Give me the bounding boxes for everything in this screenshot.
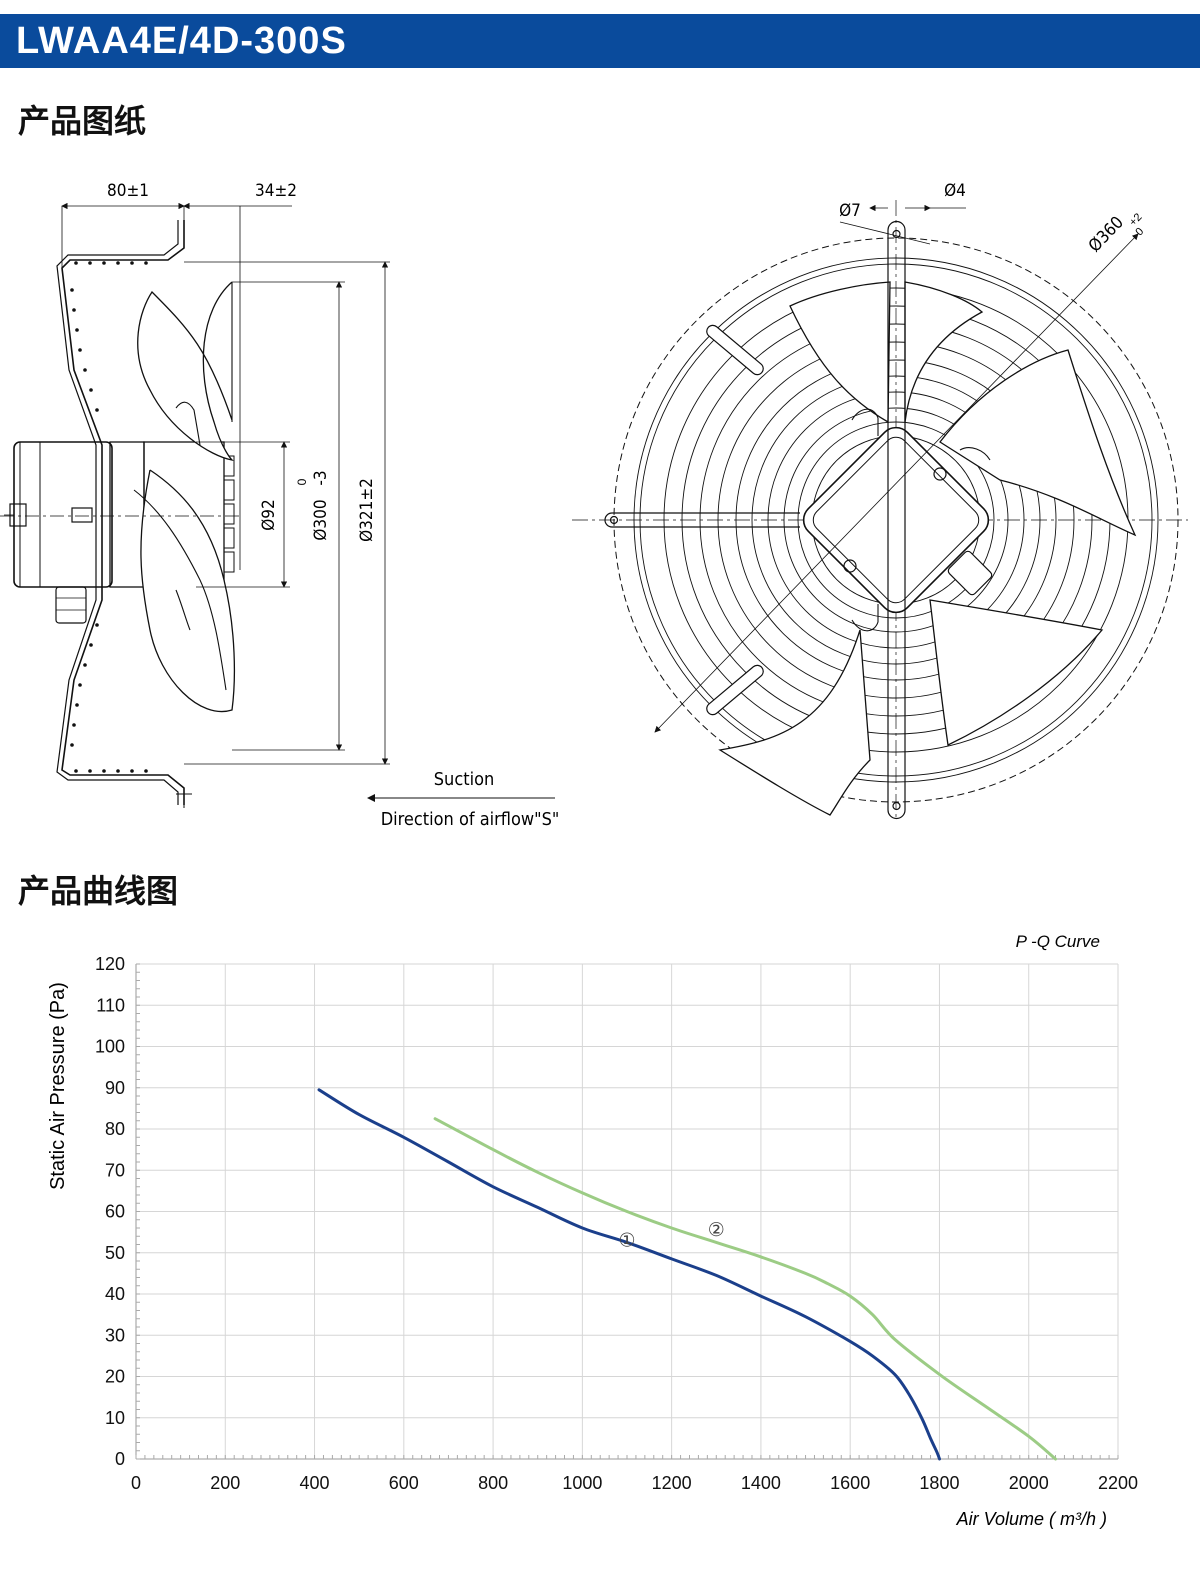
title-bar: LWAA4E/4D-300S <box>0 14 1200 68</box>
airflow-label: Direction of airflow"S" <box>381 809 560 830</box>
dim-width-fan: 80±1 <box>107 181 149 201</box>
y-tick-label: 70 <box>105 1160 125 1180</box>
side-view <box>0 202 390 808</box>
series-line-1 <box>317 1088 941 1461</box>
y-tick-label: 120 <box>95 954 125 974</box>
series-label-1: ① <box>618 1230 635 1251</box>
x-tick-label: 0 <box>131 1473 141 1493</box>
guard-wire-dots <box>70 261 148 773</box>
series-line-2 <box>433 1117 1057 1461</box>
x-tick-label: 1600 <box>830 1473 870 1493</box>
x-tick-label: 200 <box>210 1473 240 1493</box>
x-tick-label: 1400 <box>741 1473 781 1493</box>
curve-section-heading: 产品曲线图 <box>18 872 179 910</box>
front-view <box>572 200 1188 820</box>
dim-hole-outer: Ø7 <box>839 201 861 221</box>
y-tick-label: 40 <box>105 1284 125 1304</box>
drawing-section-heading: 产品图纸 <box>18 102 147 140</box>
chart-title: P -Q Curve <box>1016 932 1100 951</box>
y-tick-label: 110 <box>96 995 125 1015</box>
x-axis-label: Air Volume ( m³/h ) <box>956 1509 1107 1529</box>
chart-minor-ticks <box>135 963 1119 1460</box>
y-axis-label: Static Air Pressure (Pa) <box>47 982 69 1190</box>
x-tick-label: 600 <box>389 1473 419 1493</box>
dim-impeller: Ø300 <box>311 499 331 540</box>
series-label-2: ② <box>708 1220 725 1241</box>
chart-grid <box>135 963 1119 1460</box>
y-tick-label: 90 <box>105 1078 125 1098</box>
y-tick-label: 60 <box>105 1202 125 1222</box>
x-axis-ticks: 0 200 400 600 800 1000 1200 1400 1600 1800 2000 220… <box>131 1473 1138 1493</box>
y-tick-label: 100 <box>95 1037 125 1057</box>
y-tick-label: 30 <box>105 1325 125 1345</box>
dim-width-guard: 34±2 <box>255 181 297 201</box>
y-axis-ticks: 0 10 20 30 40 50 60 70 80 90 100 110 120 <box>95 954 125 1469</box>
y-tick-label: 10 <box>105 1408 125 1428</box>
y-tick-label: 0 <box>115 1449 125 1469</box>
model-title: LWAA4E/4D-300S <box>16 20 347 62</box>
suction-label: Suction <box>434 769 494 790</box>
x-tick-label: 2200 <box>1098 1473 1138 1493</box>
dim-ring: Ø360 <box>1085 213 1128 257</box>
x-tick-label: 1200 <box>652 1473 692 1493</box>
dim-ring-tol-upper: +2 <box>1127 211 1144 228</box>
x-tick-label: 2000 <box>1009 1473 1049 1493</box>
dim-impeller-tol-upper: 0 <box>295 478 309 485</box>
dim-hole-inner: Ø4 <box>944 181 966 201</box>
x-tick-label: 1000 <box>562 1473 602 1493</box>
y-tick-label: 20 <box>105 1367 125 1387</box>
dim-impeller-tol-lower: -3 <box>311 470 331 485</box>
y-tick-label: 80 <box>105 1119 125 1139</box>
dim-guard: Ø321±2 <box>357 478 377 542</box>
x-tick-label: 1800 <box>919 1473 959 1493</box>
technical-drawing: 80±1 34±2 Ø92 Ø300 0 -3 Ø321±2 Suction D… <box>0 181 1188 830</box>
x-tick-label: 400 <box>300 1473 330 1493</box>
dim-hub: Ø92 <box>259 499 279 531</box>
y-tick-label: 50 <box>105 1243 125 1263</box>
x-tick-label: 800 <box>478 1473 508 1493</box>
